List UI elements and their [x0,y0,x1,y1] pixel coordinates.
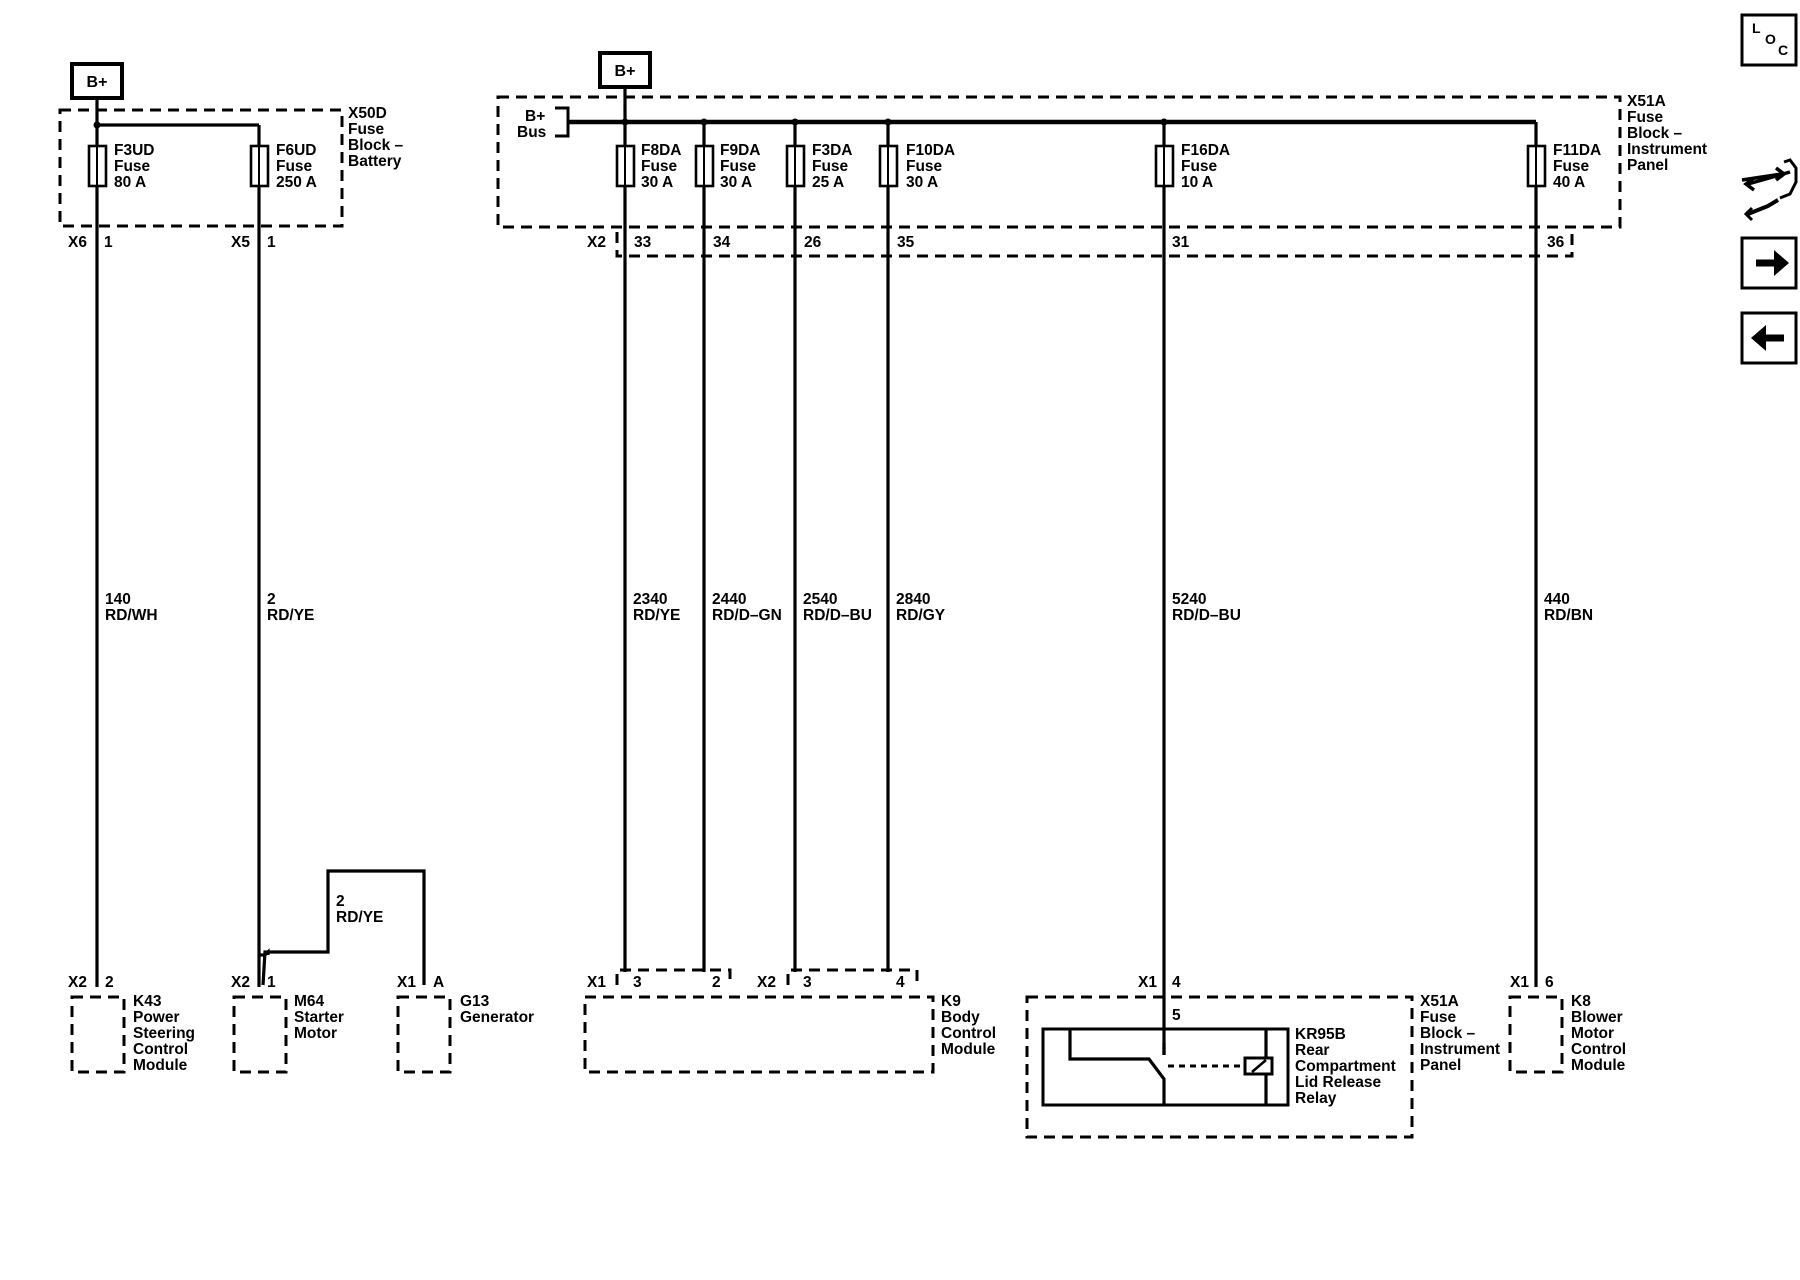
svg-text:X1: X1 [587,974,606,991]
bplus-bus-label: B+Bus [517,108,546,141]
svg-text:KR95B Rear Com: KR95B Rear Compartment Lid Release Relay [1295,1026,1400,1107]
svg-text:K43 Power Steering: K43 Power Steering Control Module [133,993,199,1074]
svg-text:X1: X1 [1138,974,1157,991]
connector-tool-icon[interactable] [1741,158,1798,222]
x50d-label: X50D Fuse Block – Battery [348,105,407,170]
power-source-bplus-right: B+ [598,51,652,89]
component-m64: X2 1 M64 Starter Motor [231,974,348,1074]
connector-x5-pin: 1 [267,234,276,251]
svg-text:K8 Blower Motor: K8 Blower Motor Control Module [1571,993,1630,1074]
connector-x2-top: X2 33 34 26 35 31 36 [587,232,1574,258]
svg-text:G13 Generator: G13 Generator [460,993,534,1026]
svg-text:X1: X1 [1510,974,1529,991]
svg-text:1: 1 [267,974,276,991]
power-source-bplus-left: B+ [70,62,124,100]
component-locator-icon[interactable]: L O C [1740,13,1798,67]
fuse-block-x51a-top: X51A Fuse Block – Instrument Panel [496,93,1711,229]
svg-text:X2: X2 [231,974,250,991]
connector-x5: X5 [231,234,250,251]
component-g13: X1 A G13 Generator [396,974,534,1074]
svg-text:33: 33 [634,234,652,251]
svg-text:O: O [1765,31,1776,47]
wire-starter-generator [259,869,426,986]
connector-x6-pin: 1 [104,234,113,251]
svg-text:A: A [433,974,444,991]
svg-text:4: 4 [1172,974,1181,991]
bplus-label-left: B+ [87,74,108,91]
svg-text:2: 2 [712,974,721,991]
svg-text:4: 4 [896,974,905,991]
component-x51a-relay-block: X1 4 5 X51A Fuse Block – Instrument Pane… [1025,974,1504,1139]
x51a-top-label: X51A Fuse Block – Instrument Panel [1627,93,1711,174]
svg-text:X1: X1 [397,974,416,991]
svg-text:3: 3 [803,974,812,991]
next-page-icon[interactable] [1740,236,1798,290]
svg-text:6: 6 [1545,974,1554,991]
svg-text:X2: X2 [68,974,87,991]
svg-text:L: L [1752,20,1761,36]
fuse-block-x50d: X50D Fuse Block – Battery [58,105,407,228]
svg-text:M64 Starter Motor: M64 Starter Motor [294,993,348,1042]
component-k43: X2 2 K43 Power Steering Control Module [68,974,199,1074]
svg-text:36: 36 [1547,234,1565,251]
svg-text:C: C [1778,42,1788,58]
svg-text:2: 2 [105,974,114,991]
svg-text:35: 35 [897,234,915,251]
bplus-label-right: B+ [615,63,636,80]
svg-text:34: 34 [713,234,731,251]
svg-text:3: 3 [633,974,642,991]
svg-text:X2: X2 [587,234,606,251]
svg-text:X2: X2 [757,974,776,991]
relay-kr95b: KR95B Rear Compartment Lid Release Relay [1041,1026,1400,1107]
component-k9: X1 3 2 X2 3 4 K9 Body Control Module [583,968,1000,1074]
svg-text:K9 Body Control: K9 Body Control Module [941,993,1000,1058]
previous-page-icon[interactable] [1740,311,1798,365]
svg-text:X51A Fuse Block –: X51A Fuse Block – Instrument Panel [1420,993,1504,1074]
component-k8: X1 6 K8 Blower Motor Control Module [1508,974,1630,1074]
svg-text:5: 5 [1172,1007,1181,1024]
connector-x6: X6 [68,234,87,251]
svg-text:31: 31 [1172,234,1190,251]
svg-text:26: 26 [804,234,822,251]
